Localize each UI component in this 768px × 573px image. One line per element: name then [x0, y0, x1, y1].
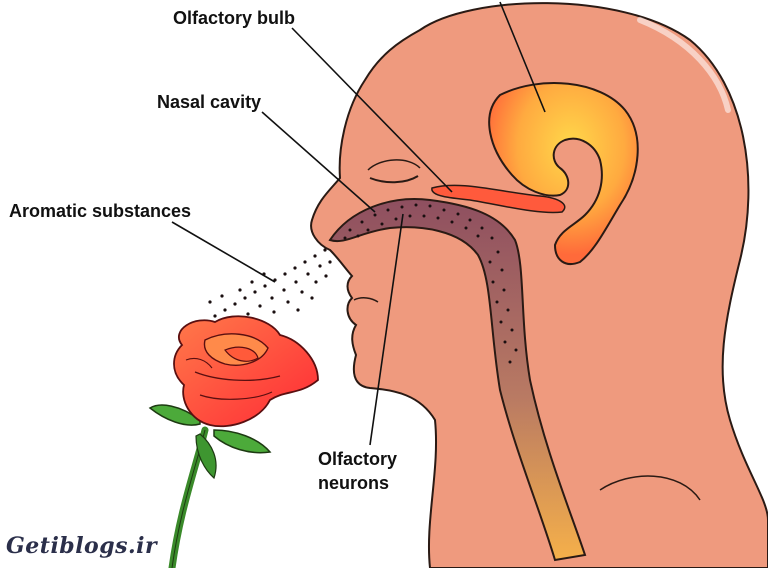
lips	[353, 297, 379, 303]
eye-closed	[369, 175, 419, 184]
leader-line-aromatic	[171, 221, 276, 283]
nasal-cavity	[328, 198, 587, 562]
watermark: Getiblogs.ir	[6, 533, 158, 559]
label-nasal-cavity: Nasal cavity	[157, 92, 262, 112]
label-olfactory-neurons-line1: Olfactory	[318, 449, 398, 469]
leader-line-olfactory-bulb	[291, 27, 453, 193]
rose-bloom	[173, 315, 319, 428]
brain	[488, 82, 639, 265]
label-olfactory-bulb: Olfactory bulb	[173, 8, 296, 28]
label-olfactory-neurons: Olfactory neurons	[318, 447, 397, 495]
olfactory-bulb	[431, 184, 566, 214]
leader-line-brain	[499, 1, 546, 113]
rose-leaf-small	[195, 433, 217, 480]
label-aromatic-substances: Aromatic substances	[9, 201, 192, 221]
rose-leaf-left	[148, 404, 201, 426]
head-silhouette	[310, 2, 768, 569]
eyelid	[367, 159, 421, 171]
leader-line-neurons	[369, 213, 404, 446]
head-highlight	[637, 17, 731, 113]
leader-line-nasal-cavity	[261, 111, 376, 213]
neck-line	[599, 475, 701, 501]
rose-leaf-right	[213, 429, 272, 454]
label-olfactory-neurons-line2: neurons	[318, 473, 390, 493]
nasal-particles	[343, 203, 518, 364]
